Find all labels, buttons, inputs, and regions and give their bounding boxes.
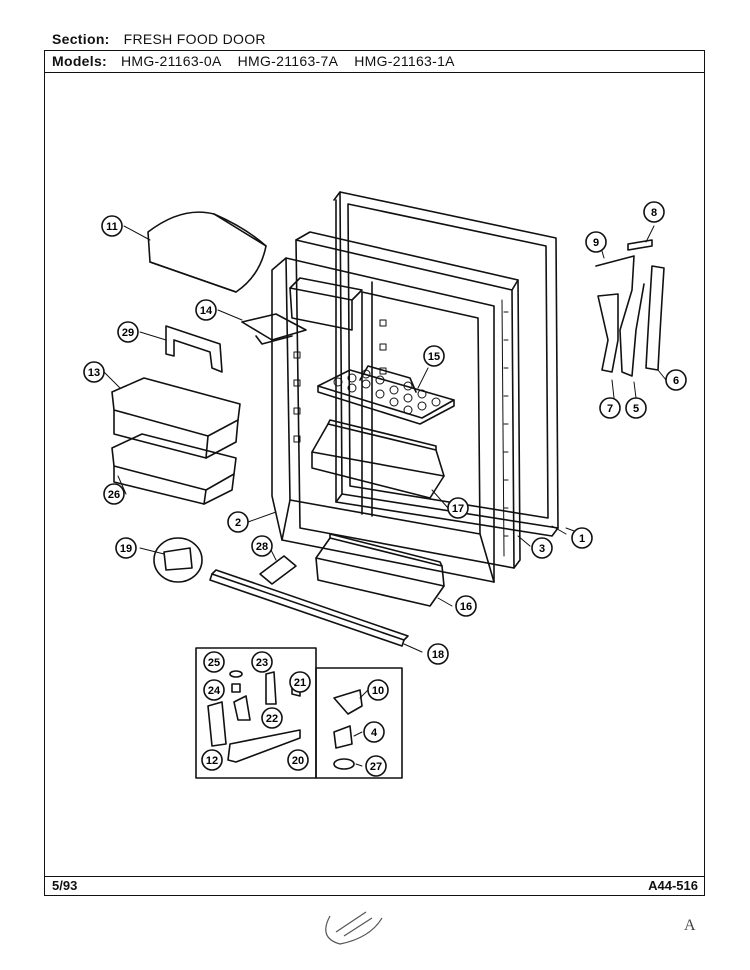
model-number: HMG-21163-0A bbox=[121, 53, 222, 69]
callout-circle bbox=[287, 749, 309, 771]
callout-number: 14 bbox=[200, 305, 213, 317]
callout-circle bbox=[643, 201, 665, 223]
callout-circle bbox=[251, 651, 273, 673]
door-hinge-parts bbox=[595, 239, 665, 377]
callout-circle bbox=[585, 231, 607, 253]
callout-number: 5 bbox=[633, 403, 639, 415]
model-number: HMG-21163-1A bbox=[354, 53, 455, 69]
shelf-retainer-bar bbox=[209, 569, 409, 647]
callout-number: 20 bbox=[292, 755, 304, 767]
door-gasket bbox=[333, 191, 559, 537]
egg-tray bbox=[317, 365, 455, 425]
callout-number: 17 bbox=[452, 503, 464, 515]
callout-circle bbox=[367, 679, 389, 701]
handwritten-mark bbox=[325, 911, 383, 945]
models-header: Models: HMG-21163-0A HMG-21163-7A HMG-21163… bbox=[52, 53, 471, 69]
callout-number: 1 bbox=[579, 533, 585, 545]
hinge-pin-detail bbox=[153, 537, 203, 583]
diagram-frame bbox=[44, 50, 705, 896]
door-shelf-bottom bbox=[315, 533, 445, 607]
callout-circle bbox=[423, 345, 445, 367]
callout-number: 27 bbox=[370, 761, 382, 773]
door-panel bbox=[295, 231, 521, 569]
callout-number: 10 bbox=[372, 685, 384, 697]
callout-number: 12 bbox=[206, 755, 218, 767]
callout-number: 6 bbox=[673, 375, 679, 387]
callout-number: 18 bbox=[432, 649, 444, 661]
callout-number: 19 bbox=[120, 543, 132, 555]
callout-number: 23 bbox=[256, 657, 268, 669]
callout-circle bbox=[447, 497, 469, 519]
callout-number: 9 bbox=[593, 237, 599, 249]
callout-circle bbox=[665, 369, 687, 391]
document-code: A44-516 bbox=[648, 878, 698, 893]
callout-circle bbox=[201, 749, 223, 771]
callout-number: 22 bbox=[266, 713, 278, 725]
callout-circle bbox=[261, 707, 283, 729]
revision-date: 5/93 bbox=[52, 878, 78, 893]
callout-number: 15 bbox=[428, 351, 440, 363]
header-divider bbox=[44, 72, 705, 73]
callout-circle bbox=[83, 361, 105, 383]
model-number: HMG-21163-7A bbox=[237, 53, 339, 69]
door-bin-lower bbox=[111, 433, 237, 505]
section-label: Section: bbox=[52, 31, 110, 47]
door-liner bbox=[271, 257, 495, 583]
callout-circle bbox=[203, 679, 225, 701]
callout-number: 28 bbox=[256, 541, 268, 553]
dairy-door bbox=[147, 211, 267, 293]
callout-number: 8 bbox=[651, 207, 657, 219]
callout-number: 4 bbox=[371, 727, 378, 739]
callout-number: 25 bbox=[208, 657, 220, 669]
callout-circle bbox=[203, 651, 225, 673]
shelf-clip bbox=[259, 555, 297, 585]
models-label: Models: bbox=[52, 53, 107, 69]
section-value: FRESH FOOD DOOR bbox=[123, 31, 266, 47]
callout-circle bbox=[625, 397, 647, 419]
callout-number: 16 bbox=[460, 601, 472, 613]
section-header: Section: FRESH FOOD DOOR bbox=[52, 31, 266, 47]
callout-circle bbox=[195, 299, 217, 321]
callout-number: 13 bbox=[88, 367, 100, 379]
callout-circle bbox=[363, 721, 385, 743]
callout-circle bbox=[117, 321, 139, 343]
callout-number: 29 bbox=[122, 327, 134, 339]
callout-circle bbox=[251, 535, 273, 557]
shelf-pivot bbox=[241, 313, 307, 345]
door-bin-upper bbox=[111, 377, 241, 459]
callout-number: 24 bbox=[208, 685, 221, 697]
handle-kit-inset bbox=[315, 667, 403, 779]
callout-number: 21 bbox=[294, 677, 306, 689]
callout-circle bbox=[571, 527, 593, 549]
callout-circle bbox=[227, 511, 249, 533]
callout-circle bbox=[289, 671, 311, 693]
callout-circle bbox=[455, 595, 477, 617]
callout-circle bbox=[103, 483, 125, 505]
callout-circle bbox=[365, 755, 387, 777]
footer-divider bbox=[44, 876, 705, 877]
callout-circle bbox=[115, 537, 137, 559]
callout-circle bbox=[101, 215, 123, 237]
callout-circle bbox=[599, 397, 621, 419]
dairy-hinge bbox=[165, 325, 223, 373]
callout-number: 11 bbox=[106, 221, 118, 233]
callout-circle bbox=[427, 643, 449, 665]
callout-number: 7 bbox=[607, 403, 613, 415]
callout-number: 2 bbox=[235, 517, 241, 529]
callout-number: 3 bbox=[539, 543, 545, 555]
callout-circle bbox=[531, 537, 553, 559]
callout-group: 1234567891011121314151617181920212223242… bbox=[83, 201, 687, 777]
callout-number: 26 bbox=[108, 489, 120, 501]
door-shelf-middle bbox=[311, 419, 445, 499]
handwritten-note: A bbox=[684, 917, 696, 934]
